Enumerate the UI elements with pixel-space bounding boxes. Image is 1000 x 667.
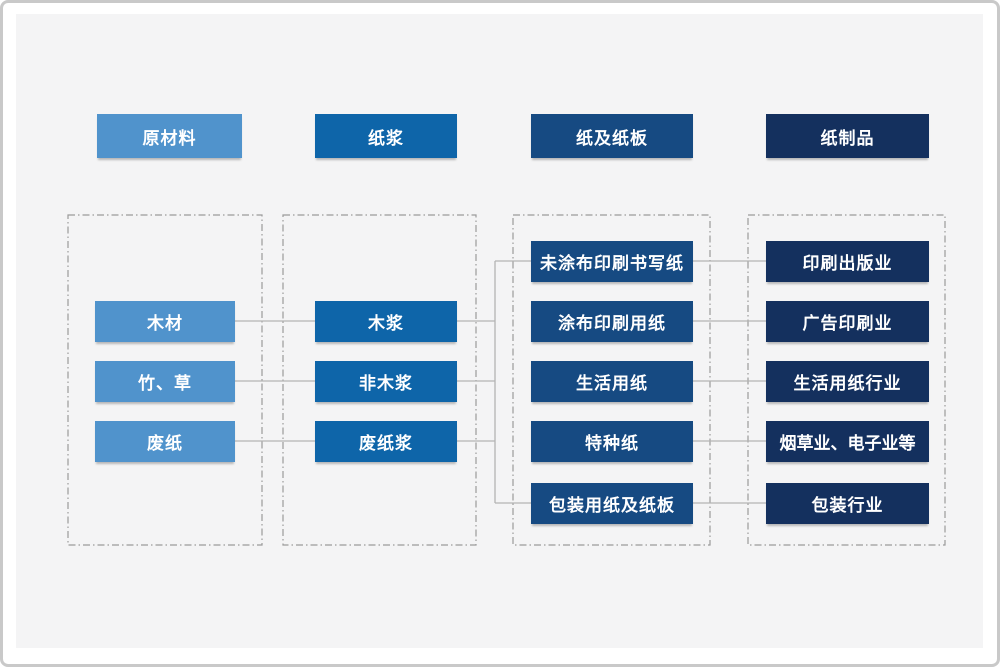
header-paper-board: 纸及纸板 [531, 114, 693, 158]
box-tissue-industry: 生活用纸行业 [766, 361, 929, 402]
box-waste-paper: 废纸 [95, 421, 235, 462]
box-tobacco-electronics-industry: 烟草业、电子业等 [766, 421, 929, 462]
box-wood: 木材 [95, 301, 235, 342]
box-non-wood-pulp: 非木浆 [315, 361, 457, 402]
box-uncoated-printing-writing-paper: 未涂布印刷书写纸 [531, 241, 693, 282]
header-raw-materials: 原材料 [97, 114, 242, 158]
box-specialty-paper: 特种纸 [531, 421, 693, 462]
header-paper-products: 纸制品 [766, 114, 929, 158]
box-packaging-paper-board: 包装用纸及纸板 [531, 483, 693, 524]
box-packaging-industry: 包装行业 [766, 483, 929, 524]
box-printing-publishing-industry: 印刷出版业 [766, 241, 929, 282]
box-tissue-paper: 生活用纸 [531, 361, 693, 402]
box-waste-paper-pulp: 废纸浆 [315, 421, 457, 462]
box-coated-printing-paper: 涂布印刷用纸 [531, 301, 693, 342]
box-wood-pulp: 木浆 [315, 301, 457, 342]
box-bamboo-grass: 竹、草 [95, 361, 235, 402]
box-advertising-printing-industry: 广告印刷业 [766, 301, 929, 342]
header-pulp: 纸浆 [315, 114, 457, 158]
